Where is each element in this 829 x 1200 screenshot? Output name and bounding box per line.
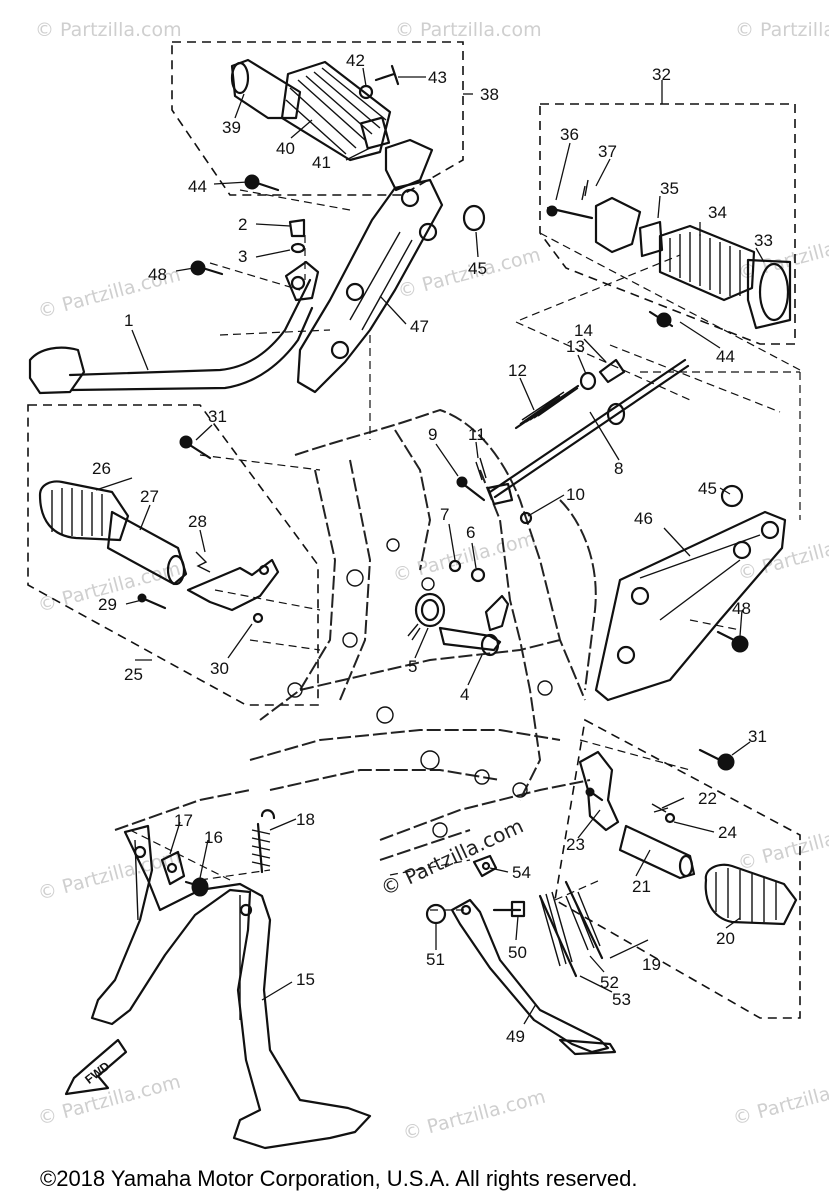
callout-15: 15 <box>296 970 315 989</box>
watermark: © Partzilla.com <box>35 19 182 41</box>
group-box-19 <box>554 718 801 1019</box>
watermark: © Partzilla.com <box>736 816 829 875</box>
callout-11: 11 <box>468 425 486 444</box>
callout-20: 20 <box>716 929 735 948</box>
brake-shaft <box>407 559 510 657</box>
watermark: © Partzilla.com <box>395 19 542 41</box>
callout-23: 23 <box>566 835 585 854</box>
callout-14: 14 <box>574 321 593 340</box>
callout-3: 3 <box>238 247 247 266</box>
callout-8: 8 <box>614 459 623 478</box>
callout-40: 40 <box>276 139 295 158</box>
callout-19: 19 <box>642 955 661 974</box>
group-box-38 <box>171 41 464 196</box>
rear-footrest-right <box>546 179 792 330</box>
nut-45-top <box>462 204 486 232</box>
callout-43: 43 <box>428 68 447 87</box>
watermark: © Partzilla.com <box>391 528 538 587</box>
watermark: © Partzilla.com <box>731 1071 829 1130</box>
callout-36: 36 <box>560 125 579 144</box>
callouts: 1 2 3 4 5 6 7 8 9 10 11 12 13 14 15 16 1… <box>92 51 773 1046</box>
callout-28: 28 <box>188 512 207 531</box>
watermark: © Partzilla.com <box>36 1071 183 1130</box>
footrest-bracket-47 <box>296 178 444 394</box>
callout-27: 27 <box>140 487 159 506</box>
callout-42: 42 <box>346 51 365 70</box>
callout-29: 29 <box>98 595 117 614</box>
callout-44-lower: 44 <box>716 347 735 366</box>
rear-footrest-left <box>230 58 434 192</box>
callout-46: 46 <box>634 509 653 528</box>
callout-33: 33 <box>754 231 773 250</box>
callout-13: 13 <box>566 337 585 356</box>
callout-18: 18 <box>296 810 315 829</box>
callout-1: 1 <box>124 311 133 330</box>
callout-53: 53 <box>612 990 631 1009</box>
watermark: © Partzilla.com <box>736 226 829 285</box>
callout-52: 52 <box>600 973 619 992</box>
callout-45-lower: 45 <box>698 479 717 498</box>
group-box-25 <box>27 404 319 706</box>
callout-48-lower: 48 <box>732 599 751 618</box>
leader-lines <box>95 67 765 1025</box>
frame <box>114 408 597 861</box>
callout-45-upper: 45 <box>468 259 487 278</box>
footrest-bracket-46 <box>594 484 787 702</box>
callout-32: 32 <box>652 65 671 84</box>
center-watermark: © Partzilla.com <box>377 814 527 901</box>
brake-pedal <box>28 218 320 395</box>
callout-17: 17 <box>174 811 193 830</box>
callout-5: 5 <box>408 657 417 676</box>
callout-24: 24 <box>718 823 737 842</box>
front-footrest-right <box>578 750 798 926</box>
callout-12: 12 <box>508 361 527 380</box>
callout-51: 51 <box>426 950 445 969</box>
bolts <box>190 174 749 771</box>
callout-9: 9 <box>428 425 437 444</box>
callout-34: 34 <box>708 203 727 222</box>
callout-48-upper: 48 <box>148 265 167 284</box>
callout-4: 4 <box>460 685 469 704</box>
center-stand <box>90 809 372 1150</box>
front-footrest-left <box>38 435 280 624</box>
callout-26: 26 <box>92 459 111 478</box>
alignment-lines <box>129 189 801 911</box>
callout-49: 49 <box>506 1027 525 1046</box>
callout-44-upper: 44 <box>188 177 207 196</box>
callout-25: 25 <box>124 665 143 684</box>
brake-rod <box>456 358 690 525</box>
callout-21: 21 <box>632 877 651 896</box>
callout-37: 37 <box>598 142 617 161</box>
callout-47: 47 <box>410 317 429 336</box>
callout-10: 10 <box>566 485 585 504</box>
watermark: © Partzilla.com <box>36 846 183 905</box>
callout-35: 35 <box>660 179 679 198</box>
callout-22: 22 <box>698 789 717 808</box>
watermark: © Partzilla.com <box>736 526 829 585</box>
callout-2: 2 <box>238 215 247 234</box>
callout-54: 54 <box>512 863 531 882</box>
callout-31-upper: 31 <box>208 407 227 426</box>
watermark: © Partzilla.com <box>735 19 829 41</box>
callout-31-lower: 31 <box>748 727 767 746</box>
callout-7: 7 <box>440 505 449 524</box>
callout-30: 30 <box>210 659 229 678</box>
callout-41: 41 <box>312 153 331 172</box>
callout-39: 39 <box>222 118 241 137</box>
side-stand <box>425 854 617 1056</box>
callout-38: 38 <box>480 85 499 104</box>
watermark: © Partzilla.com <box>401 1086 548 1145</box>
copyright-notice: ©2018 Yamaha Motor Corporation, U.S.A. A… <box>40 1166 638 1191</box>
callout-6: 6 <box>466 523 475 542</box>
callout-16: 16 <box>204 828 223 847</box>
fwd-label: FWD <box>82 1059 112 1087</box>
callout-50: 50 <box>508 943 527 962</box>
